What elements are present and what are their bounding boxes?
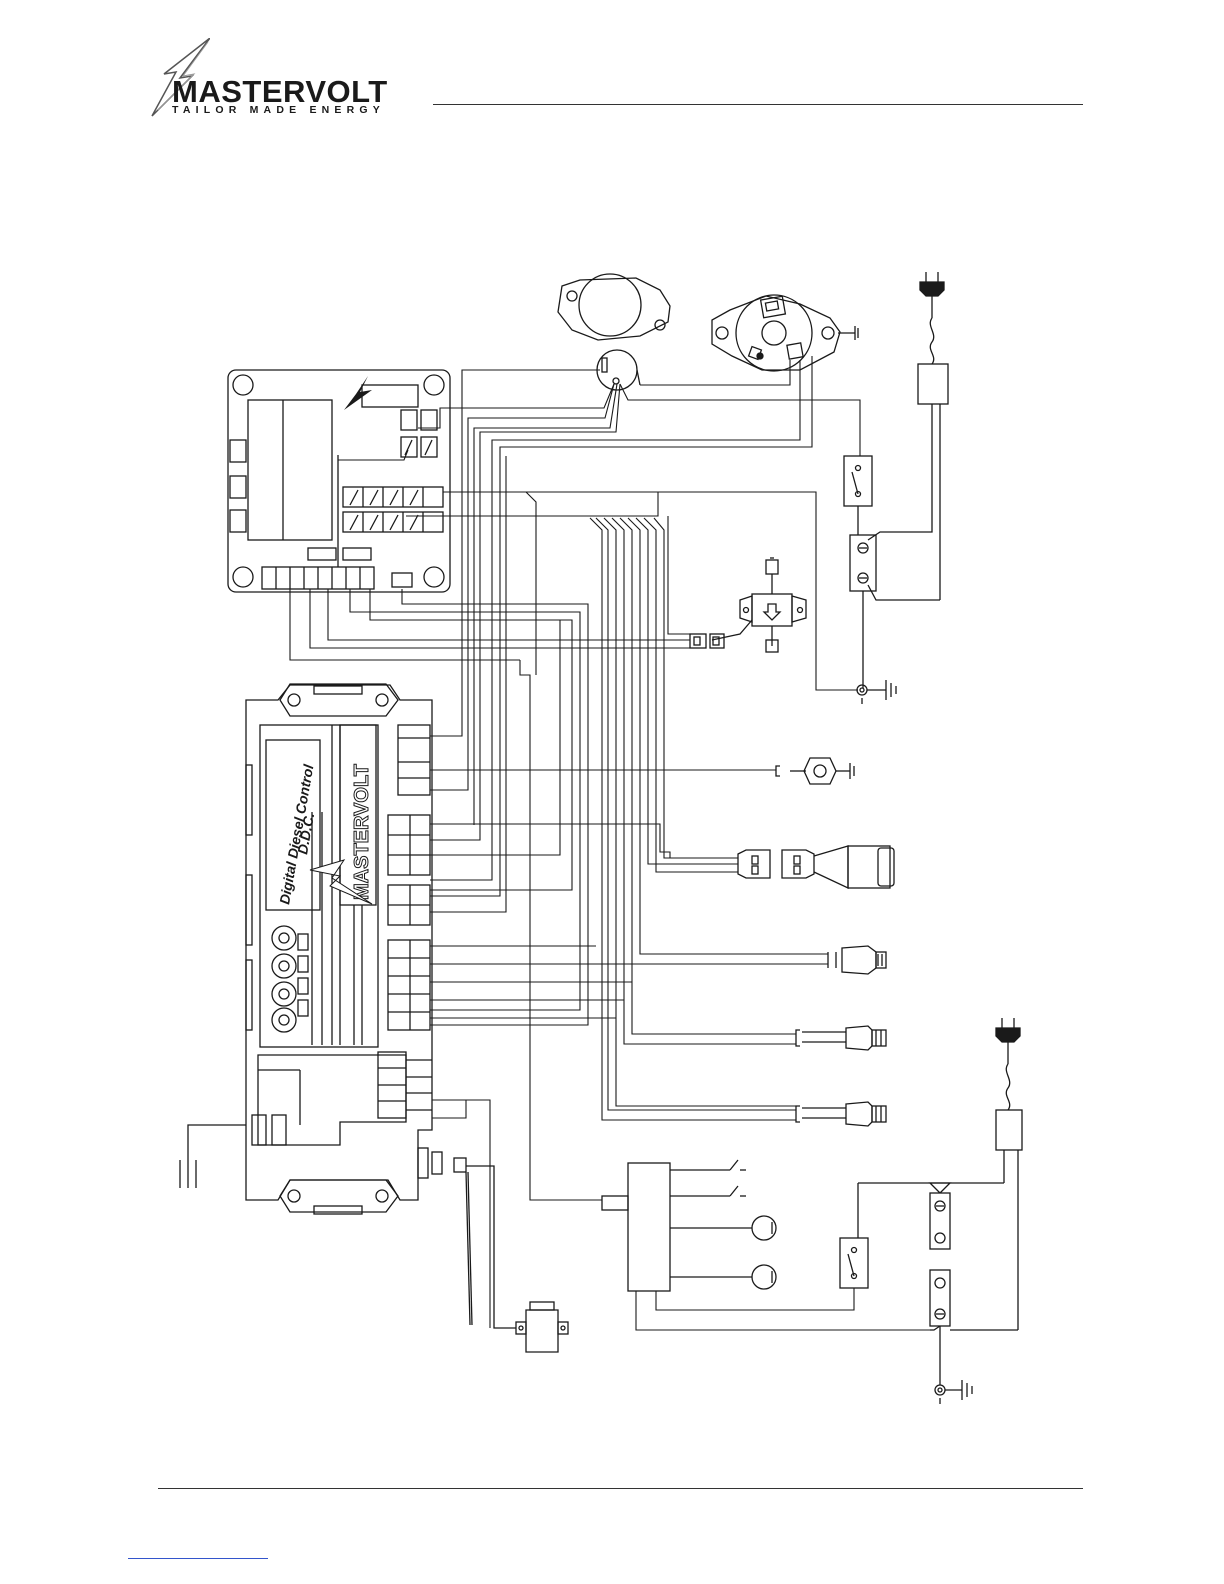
starter-motor bbox=[558, 274, 670, 390]
bottom-right-power-feed bbox=[840, 1018, 1022, 1404]
remote-panel bbox=[602, 1160, 776, 1291]
alternator bbox=[712, 295, 858, 371]
avr-board bbox=[228, 370, 450, 592]
footer-link-underline bbox=[128, 1558, 268, 1559]
ddc-controller bbox=[180, 684, 442, 1214]
hour-meter bbox=[454, 1158, 568, 1352]
footer-rule bbox=[158, 1488, 1083, 1489]
ddc-brand: MASTERVOLT bbox=[351, 764, 373, 900]
ddc-connectors bbox=[378, 725, 432, 1118]
lightning-icon bbox=[344, 376, 372, 410]
oil-pressure-switch bbox=[828, 946, 886, 974]
fuel-pump bbox=[690, 558, 806, 652]
glow-relay-connector bbox=[738, 846, 894, 888]
wiring-harness bbox=[290, 356, 930, 1330]
temperature-sensor-2 bbox=[796, 1102, 886, 1126]
temperature-switch bbox=[776, 758, 854, 784]
top-right-power-feed bbox=[844, 272, 948, 704]
temperature-sensor-1 bbox=[796, 1026, 886, 1050]
ddc-text-group: Digital Diesel Control D.D.C. MASTERVOLT bbox=[276, 762, 373, 905]
